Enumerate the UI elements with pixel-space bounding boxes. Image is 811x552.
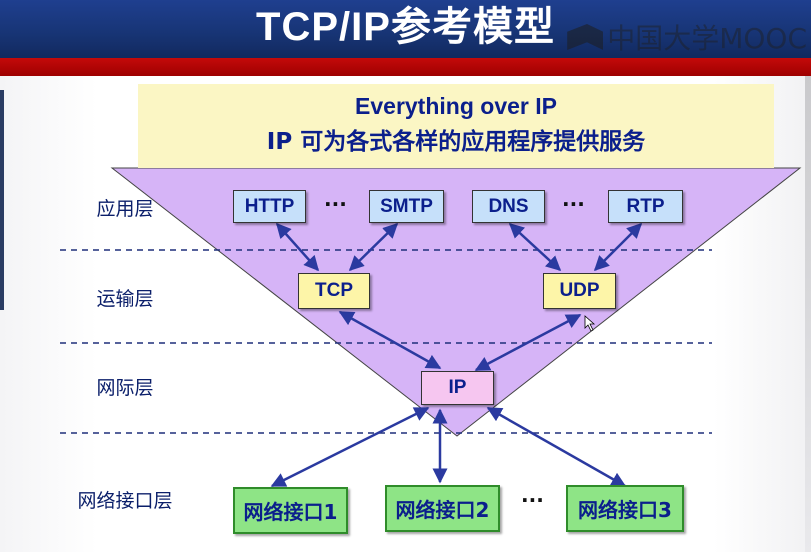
arrow-http-tcp xyxy=(276,222,319,272)
everything-over-ip-banner: Everything over IP IP 可为各式各样的应用程序提供服务 xyxy=(138,84,774,168)
arrow-udp-ip xyxy=(474,313,582,372)
left-edge-strip xyxy=(0,90,4,310)
protocol-box-ip: IP xyxy=(421,371,494,405)
ellipsis-net: ··· xyxy=(521,488,544,512)
protocol-box-smtp: SMTP xyxy=(369,190,444,223)
ellipsis-app-2: ··· xyxy=(562,192,585,216)
slide-header: TCP/IP参考模型 xyxy=(0,0,811,58)
layer-label-transport: 运输层 xyxy=(96,288,154,310)
slide-title: TCP/IP参考模型 xyxy=(256,5,555,49)
watermark-text: 中国大学MOOC xyxy=(607,22,807,55)
layer-label-internet: 网际层 xyxy=(96,377,154,399)
layer-label-application: 应用层 xyxy=(96,198,154,220)
network-interface-box-1: 网络接口1 xyxy=(233,487,348,534)
protocol-box-tcp: TCP xyxy=(298,273,370,309)
protocol-box-udp: UDP xyxy=(543,273,616,309)
ellipsis-app-1: ··· xyxy=(324,192,347,216)
protocol-box-rtp: RTP xyxy=(608,190,683,223)
arrow-smtp-tcp xyxy=(348,222,399,272)
network-interface-box-3: 网络接口3 xyxy=(566,485,684,532)
protocol-box-dns: DNS xyxy=(472,190,545,223)
arrow-rtp-udp xyxy=(593,222,643,272)
arrow-ip-net1 xyxy=(270,406,430,488)
layer-label-network-interface: 网络接口层 xyxy=(77,490,173,512)
arrow-ip-net3 xyxy=(486,406,627,488)
arrow-dns-udp xyxy=(508,222,562,272)
protocol-box-http: HTTP xyxy=(233,190,306,223)
arrow-tcp-ip xyxy=(338,310,442,370)
banner-line-1: Everything over IP xyxy=(355,93,557,119)
mouse-cursor-icon xyxy=(584,315,596,332)
header-red-bar xyxy=(0,58,811,76)
network-interface-box-2: 网络接口2 xyxy=(385,485,500,532)
banner-line-2: IP 可为各式各样的应用程序提供服务 xyxy=(266,129,646,155)
right-edge-strip xyxy=(805,76,811,552)
mooc-watermark: 中国大学MOOC xyxy=(567,20,807,55)
